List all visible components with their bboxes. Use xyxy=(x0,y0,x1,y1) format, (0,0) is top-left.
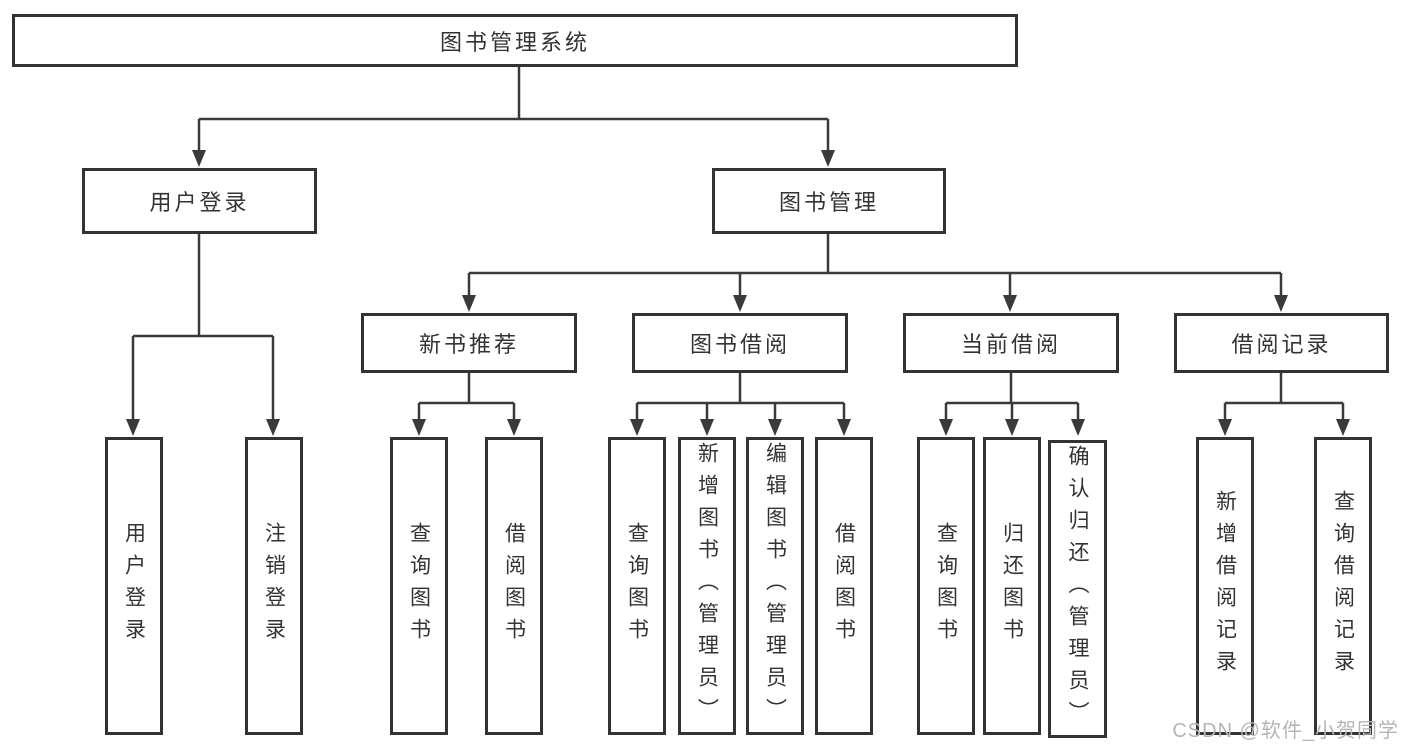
leaf-borrow-books-borrowing: 借阅图书 xyxy=(815,437,873,735)
leaf-edit-books-admin: 编辑图书（管理员） xyxy=(746,437,804,735)
node-borrowing-records: 借阅记录 xyxy=(1174,313,1389,373)
leaf-user-login: 用户登录 xyxy=(105,437,163,735)
leaf-borrow-books-recommend: 借阅图书 xyxy=(485,437,543,735)
leaf-query-borrow-record: 查询借阅记录 xyxy=(1314,437,1372,735)
leaf-query-books-borrowing: 查询图书 xyxy=(608,437,666,735)
leaf-query-books-recommend: 查询图书 xyxy=(390,437,448,735)
node-current-borrowing: 当前借阅 xyxy=(903,313,1119,373)
watermark: CSDN @软件_小贺同学 xyxy=(1172,720,1399,742)
leaf-confirm-return-admin: 确认归还（管理员） xyxy=(1048,440,1107,738)
node-book-management: 图书管理 xyxy=(712,168,946,234)
leaf-return-books: 归还图书 xyxy=(983,437,1041,735)
leaf-query-books-current: 查询图书 xyxy=(917,437,975,735)
leaf-logout: 注销登录 xyxy=(245,437,303,735)
node-library-system: 图书管理系统 xyxy=(12,14,1018,67)
node-new-book-recommendation: 新书推荐 xyxy=(361,313,577,373)
node-book-borrowing: 图书借阅 xyxy=(632,313,848,373)
leaf-add-books-admin: 新增图书（管理员） xyxy=(678,437,736,735)
leaf-add-borrow-record: 新增借阅记录 xyxy=(1196,437,1254,735)
node-user-login: 用户登录 xyxy=(82,168,317,234)
